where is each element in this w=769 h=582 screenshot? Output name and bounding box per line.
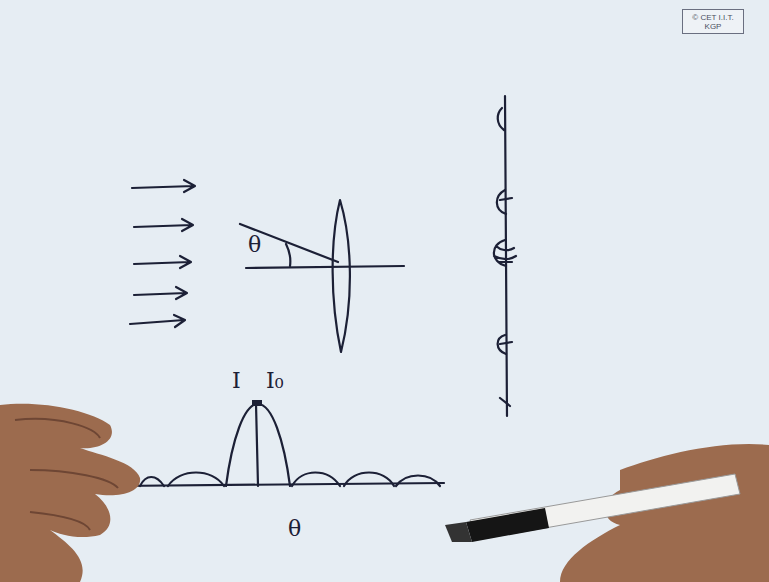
angle-arc [286,244,290,266]
peak-intensity-label: I₀ [266,370,284,392]
lens [333,200,350,352]
light-arrows [130,180,195,327]
fringe-marks [494,108,516,406]
watermark-text: © CET I.I.T. KGP [683,13,743,31]
watermark-box: © CET I.I.T. KGP [682,9,744,34]
angle-label: θ [248,234,261,256]
optic-axis [246,266,404,268]
axis-label: θ [288,518,301,540]
intensity-label: I [232,370,241,392]
intensity-plot [116,400,444,486]
presenter-hands [0,404,769,582]
screen [505,96,507,416]
